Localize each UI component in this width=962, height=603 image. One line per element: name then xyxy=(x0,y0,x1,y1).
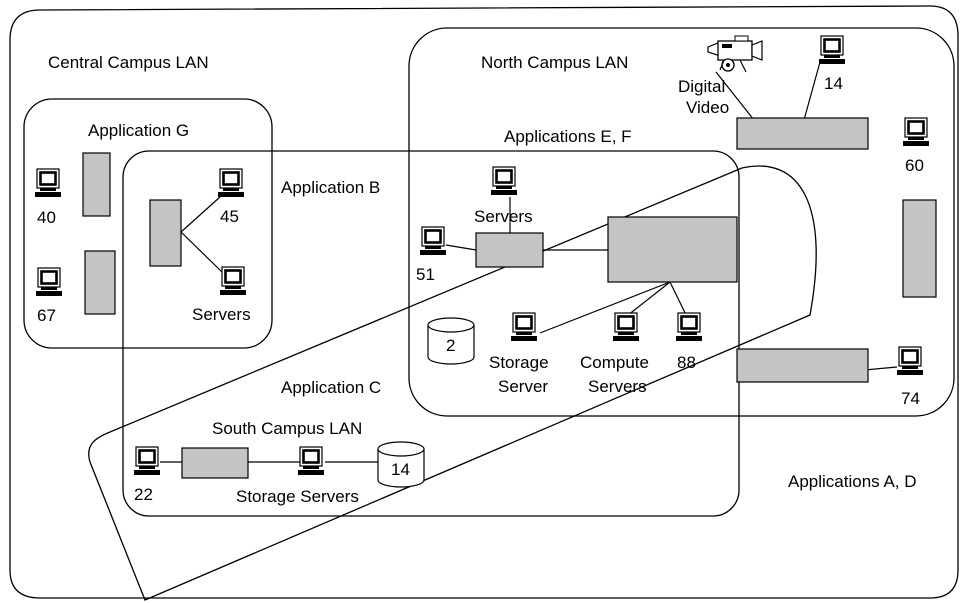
network-box-b xyxy=(149,199,182,267)
label-digital: Digital xyxy=(678,77,725,96)
label-application-g: Application G xyxy=(88,121,189,140)
network-boxes xyxy=(82,117,937,479)
region-applications-a-d xyxy=(88,165,817,601)
workstation-icon xyxy=(674,311,704,343)
label-north-campus-lan: North Campus LAN xyxy=(481,53,628,72)
label-storage-servers-south: Storage Servers xyxy=(236,487,359,506)
count-14-north: 14 xyxy=(824,74,843,93)
network-box-ef-main xyxy=(607,216,738,283)
network-box-north-vertical xyxy=(902,199,937,298)
network-box-south xyxy=(181,447,249,479)
workstation-icon xyxy=(509,311,539,343)
workstation-icon xyxy=(817,34,847,66)
label-server: Server xyxy=(498,377,548,396)
label-applications-e-f: Applications E, F xyxy=(504,127,632,146)
network-box-north-video xyxy=(736,117,869,150)
label-application-b: Application B xyxy=(281,178,380,197)
count-67: 67 xyxy=(37,306,56,325)
workstation-icon xyxy=(611,311,641,343)
label-application-c: Application C xyxy=(281,378,381,397)
count-disk-2: 2 xyxy=(446,336,455,355)
label-south-campus-lan: South Campus LAN xyxy=(212,419,362,438)
network-box-g-upper xyxy=(82,152,111,217)
video-camera-icon xyxy=(707,35,763,73)
label-storage: Storage xyxy=(489,353,549,372)
count-88: 88 xyxy=(677,353,696,372)
count-60: 60 xyxy=(905,156,924,175)
workstation-icon xyxy=(218,265,248,297)
count-disk-14: 14 xyxy=(391,460,410,479)
storage-cylinder-icon xyxy=(377,441,425,488)
network-box-g-lower xyxy=(84,250,116,315)
count-45: 45 xyxy=(220,207,239,226)
count-51: 51 xyxy=(416,265,435,284)
region-application-g xyxy=(23,98,273,349)
count-40: 40 xyxy=(37,208,56,227)
workstation-icon xyxy=(901,116,931,148)
workstation-icon xyxy=(34,266,64,298)
label-central-campus-lan: Central Campus LAN xyxy=(48,53,209,72)
region-north-campus-lan xyxy=(408,27,955,417)
workstation-icon xyxy=(216,167,246,199)
label-compute-servers: Servers xyxy=(588,377,647,396)
network-box-ef-servers xyxy=(475,232,544,268)
network-box-north-lower xyxy=(736,348,869,383)
workstation-icon xyxy=(895,345,925,377)
label-video: Video xyxy=(686,98,729,117)
label-compute: Compute xyxy=(580,353,649,372)
workstation-icon xyxy=(296,445,326,477)
count-22: 22 xyxy=(134,485,153,504)
region-central-campus-lan xyxy=(9,5,959,599)
label-applications-a-d: Applications A, D xyxy=(788,472,917,491)
label-servers-b: Servers xyxy=(192,305,251,324)
workstation-icon xyxy=(132,445,162,477)
workstation-icon xyxy=(33,167,63,199)
count-74: 74 xyxy=(901,389,920,408)
storage-cylinder-icon xyxy=(427,317,475,365)
workstation-icon xyxy=(489,165,519,197)
label-servers-ef: Servers xyxy=(474,207,533,226)
workstation-icon xyxy=(418,225,448,257)
region-application-b-c xyxy=(122,150,740,517)
